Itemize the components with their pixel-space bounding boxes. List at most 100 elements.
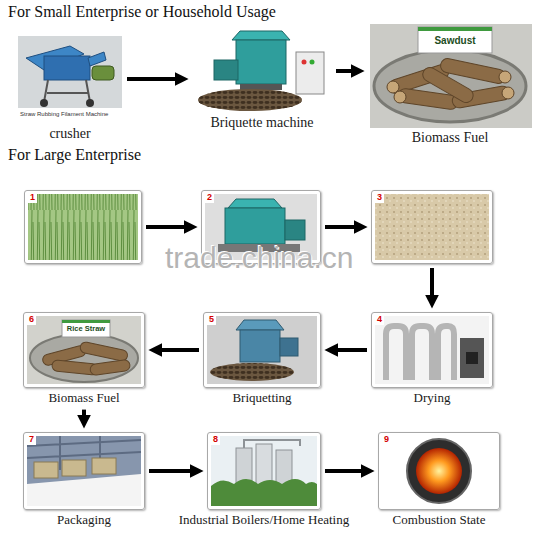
briquetting-picture xyxy=(207,316,317,384)
sawdust-fuel-picture xyxy=(374,50,526,122)
step-caption: Briquette machine xyxy=(210,115,313,132)
raw-material-picture xyxy=(28,194,138,260)
step-caption: Biomass Fuel xyxy=(412,130,489,147)
biomass-fuel-picture xyxy=(62,320,110,337)
step-box: 4Drying xyxy=(371,312,493,406)
picture-frame: 4 xyxy=(371,312,493,388)
briquette-machine-picture xyxy=(296,52,324,94)
briquetting-picture xyxy=(210,363,294,381)
section-heading: For Small Enterprise or Household Usage xyxy=(8,3,276,21)
combustion-picture xyxy=(382,436,496,506)
picture-area xyxy=(192,29,332,113)
sawdust-fuel-picture xyxy=(387,57,510,110)
callout-number: 3 xyxy=(375,193,384,203)
boiler-picture xyxy=(211,436,317,506)
sign-text: Rice Straw xyxy=(62,325,110,334)
dryer-picture xyxy=(375,316,489,384)
picture-frame: 3 xyxy=(371,190,493,264)
crushing-picture xyxy=(285,220,305,240)
watermark: trade.china.cn xyxy=(165,241,353,276)
sawdust-fuel-picture xyxy=(370,24,532,128)
step-box: 1 xyxy=(24,190,142,264)
callout-number: 7 xyxy=(27,435,36,445)
callout-number: 6 xyxy=(27,315,36,325)
dryer-picture xyxy=(412,326,432,380)
sawdust-fuel-picture xyxy=(370,24,532,128)
callout-number: 2 xyxy=(205,193,214,203)
crushing-picture xyxy=(225,208,285,244)
raw-material-picture xyxy=(28,194,138,260)
crusher-picture xyxy=(40,99,48,107)
step-box: 5Briquetting xyxy=(203,312,321,406)
flow-arrow xyxy=(330,348,367,352)
step-box: 7Packaging xyxy=(23,432,145,528)
section-heading: For Large Enterprise xyxy=(8,146,141,164)
crusher-picture xyxy=(86,99,94,107)
briquette-machine-picture xyxy=(214,60,238,80)
step-caption: crusher xyxy=(49,126,90,143)
sawdust-fuel-picture xyxy=(420,65,475,105)
flow-arrow xyxy=(325,469,369,473)
briquette-machine-picture xyxy=(232,31,290,40)
picture-frame: 8 xyxy=(207,432,321,510)
crusher-picture xyxy=(92,66,114,80)
combustion-picture xyxy=(407,439,471,503)
briquetting-picture xyxy=(210,363,294,381)
step-box: 3 xyxy=(371,190,493,264)
flow-arrow xyxy=(325,225,362,229)
flow-arrow xyxy=(336,69,359,73)
step-caption: Drying xyxy=(414,390,451,406)
picture-frame: 9 xyxy=(378,432,500,510)
combustion-picture xyxy=(382,436,496,506)
flow-arrow xyxy=(149,469,198,473)
flow-arrow xyxy=(146,225,192,229)
briquette-machine-picture xyxy=(198,89,302,111)
callout-number: 8 xyxy=(211,435,220,445)
biomass-fuel-picture xyxy=(30,334,138,382)
biomass-fuel-picture xyxy=(62,320,110,323)
crusher-picture xyxy=(18,36,122,122)
sign-text: Sawdust xyxy=(418,35,492,47)
dryer-picture xyxy=(438,326,454,380)
sawdust-fuel-picture xyxy=(499,71,511,83)
briquette-machine-picture xyxy=(198,89,302,111)
briquette-machine-picture xyxy=(310,60,315,65)
dryer-picture xyxy=(375,316,489,384)
flow-arrow xyxy=(82,410,86,423)
callout-number: 1 xyxy=(28,193,37,203)
flow-arrow xyxy=(154,348,199,352)
sawdust-fuel-picture xyxy=(387,71,514,103)
callout-number: 5 xyxy=(207,315,216,325)
raw-material-picture xyxy=(28,194,138,260)
picture-frame: 1 xyxy=(24,190,142,264)
photo-caption: Straw Rubbing Filament Machine xyxy=(20,111,108,118)
packaging-picture xyxy=(34,462,58,478)
step-box: 8Industrial Boilers/Home Heating xyxy=(179,432,349,528)
dryer-picture xyxy=(466,352,478,364)
crushed-material-picture xyxy=(375,194,489,260)
step-caption: Industrial Boilers/Home Heating xyxy=(179,512,349,528)
briquette-machine-picture xyxy=(302,60,307,65)
callout-number: 4 xyxy=(375,315,384,325)
dryer-picture xyxy=(386,326,454,380)
crushing-picture xyxy=(228,199,282,208)
callout-number: 9 xyxy=(382,435,391,445)
combustion-picture xyxy=(416,448,462,494)
crusher-picture xyxy=(88,52,106,66)
boiler-picture xyxy=(244,440,300,448)
sawdust-fuel-picture xyxy=(418,27,492,53)
product-box: Briquette machine xyxy=(192,29,332,132)
step-box: 9Combustion State xyxy=(378,432,500,528)
product-box: crusher xyxy=(17,34,123,143)
biomass-fuel-picture xyxy=(27,316,141,384)
packaging-picture xyxy=(27,436,141,506)
crusher-picture xyxy=(44,56,90,80)
picture-frame: 6 xyxy=(23,312,145,388)
crusher-picture xyxy=(18,36,122,122)
briquetting-picture xyxy=(280,338,298,356)
briquetting-picture xyxy=(236,320,284,330)
step-caption: Briquetting xyxy=(232,390,291,406)
flow-arrow xyxy=(430,268,434,303)
packaging-picture xyxy=(27,474,141,506)
